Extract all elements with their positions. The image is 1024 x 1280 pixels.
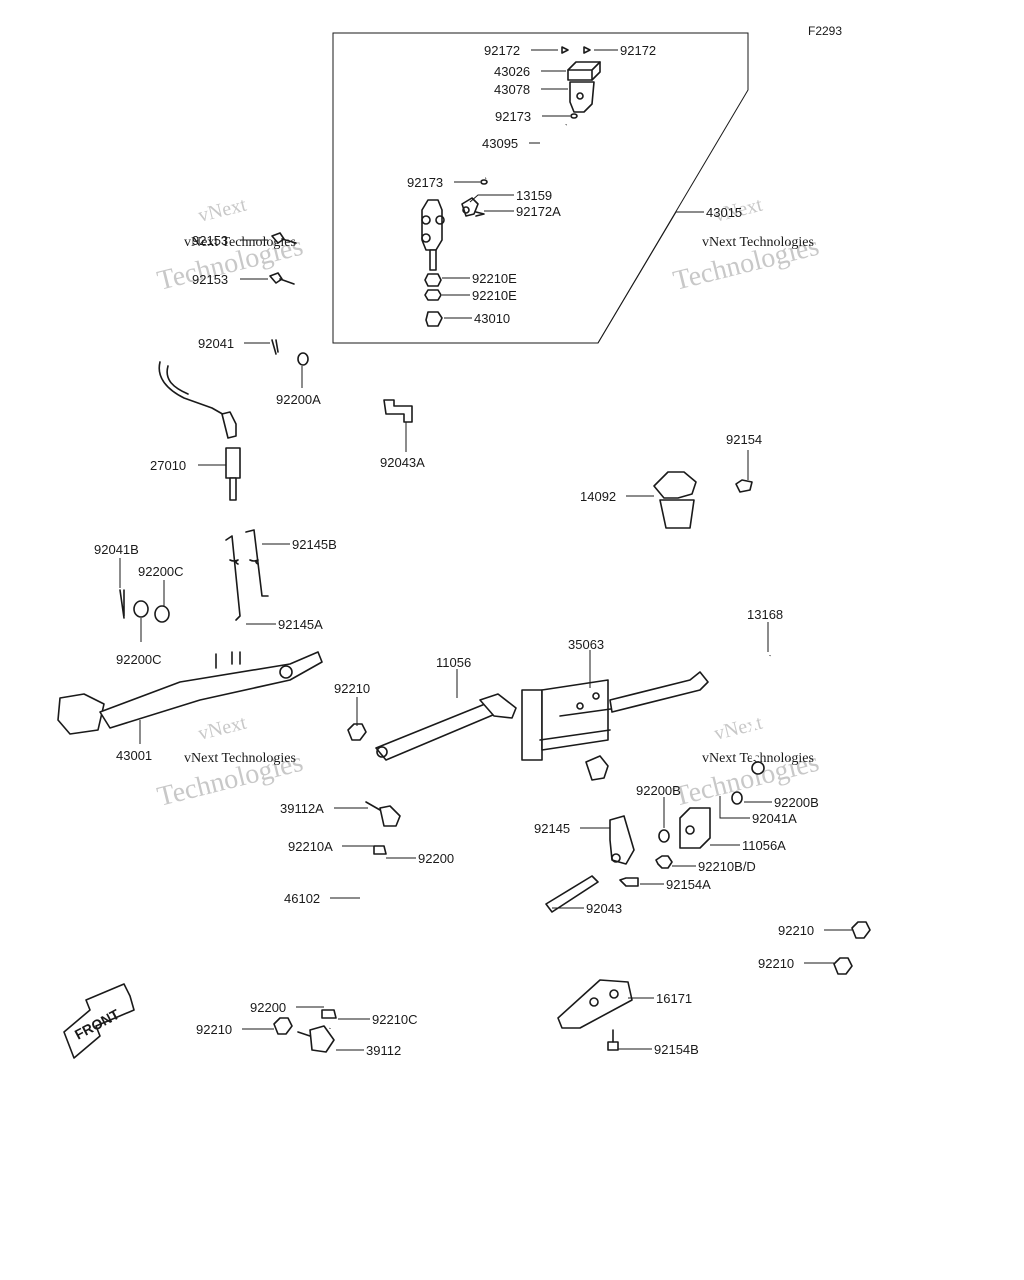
part-label: 92210 <box>758 956 794 971</box>
part-labels: 92172 92172 43026 43078 92173 43095 9217… <box>94 43 819 1058</box>
part-label: 92210 <box>196 1022 232 1037</box>
parts <box>57 46 871 1059</box>
front-arrow-icon <box>63 983 135 1059</box>
part-label: 92172 <box>620 43 656 58</box>
part-label: 92210B/D <box>698 859 756 874</box>
part-label: 92172 <box>484 43 520 58</box>
part-label: 43026 <box>494 64 530 79</box>
part-label: 92041 <box>198 336 234 351</box>
part-label: 92200B <box>636 783 681 798</box>
watermark-line1: vNext <box>712 712 765 745</box>
leader-lines <box>119 49 852 1051</box>
part-label: 11056 <box>436 655 471 670</box>
part-label: 92200C <box>116 652 162 667</box>
part-label: 92145A <box>278 617 323 632</box>
part-label: 92200A <box>276 392 321 407</box>
part-label: 39112 <box>366 1043 401 1058</box>
part-label: 92200B <box>774 795 819 810</box>
part-label: 92041A <box>752 811 797 826</box>
part-label: 92153 <box>192 272 228 287</box>
diagram-code: F2293 <box>808 24 842 38</box>
part-label: 92043A <box>380 455 425 470</box>
part-label: 43095 <box>482 136 518 151</box>
watermark-line1: vNext <box>196 712 249 745</box>
watermark-line3: vNext Technologies <box>184 235 296 250</box>
part-label: 92210C <box>372 1012 418 1027</box>
watermark-line3: vNext Technologies <box>702 751 814 766</box>
watermark-line3: vNext Technologies <box>184 751 296 766</box>
part-label: 92210E <box>472 288 517 303</box>
part-label: 92154B <box>654 1042 699 1057</box>
part-label: 16171 <box>656 991 692 1006</box>
part-label: 92210 <box>334 681 370 696</box>
part-label: 92200 <box>250 1000 286 1015</box>
part-label: 43078 <box>494 82 530 97</box>
part-label: 92172A <box>516 204 561 219</box>
part-label: 13159 <box>516 188 552 203</box>
part-label: 39112A <box>280 801 324 816</box>
part-label: 92210 <box>778 923 814 938</box>
part-label: 92173 <box>407 175 443 190</box>
part-label: 43015 <box>706 205 742 220</box>
part-label: 27010 <box>150 458 186 473</box>
part-label: 92154 <box>726 432 762 447</box>
part-label: 92210A <box>288 839 333 854</box>
part-label: 92154A <box>666 877 711 892</box>
part-label: 92200C <box>138 564 184 579</box>
part-label: 13168 <box>747 607 783 622</box>
watermark-line3: vNext Technologies <box>702 235 814 250</box>
watermark: vNext Technologies vNext Technologies vN… <box>154 194 822 813</box>
part-label: 92173 <box>495 109 531 124</box>
watermark-line1: vNext <box>196 194 249 227</box>
part-label: 43001 <box>116 748 152 763</box>
part-label: 92041B <box>94 542 139 557</box>
part-label: 92210E <box>472 271 517 286</box>
part-label: 92200 <box>418 851 454 866</box>
part-label: 14092 <box>580 489 616 504</box>
watermark-small: vNext Technologies vNext Technologies vN… <box>184 235 814 766</box>
part-label: 46102 <box>284 891 320 906</box>
part-label: 43010 <box>474 311 510 326</box>
part-label: 11056A <box>742 838 786 853</box>
part-label: 92145 <box>534 821 570 836</box>
part-label: 92145B <box>292 537 337 552</box>
part-label: 92153 <box>192 233 228 248</box>
part-label: 35063 <box>568 637 604 652</box>
part-label: 92043 <box>586 901 622 916</box>
